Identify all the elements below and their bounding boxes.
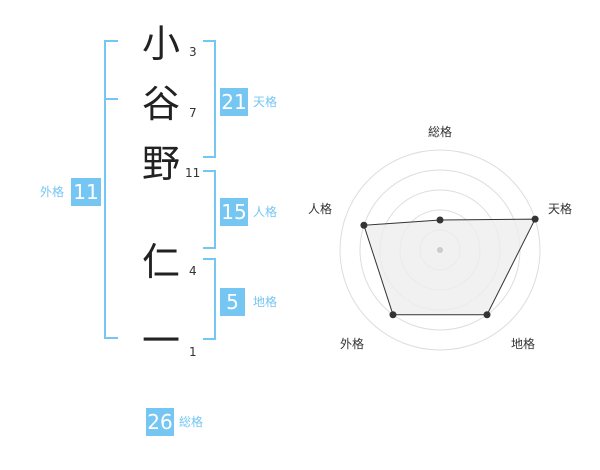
soukaku-label: 総格 <box>179 415 204 429</box>
gaikaku-label: 外格 <box>40 185 65 199</box>
stroke-count-4: 4 <box>189 264 197 278</box>
stroke-count-1: 3 <box>189 45 197 59</box>
chikaku-value: 5 <box>220 288 245 316</box>
chikaku-label: 地格 <box>253 295 278 309</box>
radar-grid-ring <box>339 149 541 351</box>
radar-point <box>389 311 397 319</box>
name-char-2: 谷 <box>142 82 181 126</box>
tenkaku-value: 21 <box>220 88 248 116</box>
radar-label-chikaku: 地格 <box>511 337 536 351</box>
radar-label-gaikaku: 外格 <box>340 337 365 351</box>
soukaku-value: 26 <box>146 408 174 436</box>
stroke-count-3: 11 <box>185 166 201 180</box>
radar-label-jinkaku: 人格 <box>308 202 333 216</box>
name-char-5: 一 <box>142 319 181 363</box>
radar-point <box>436 216 444 224</box>
radar-point <box>483 311 491 319</box>
stroke-count-2: 7 <box>189 106 197 120</box>
tenkaku-label: 天格 <box>253 95 278 109</box>
radar-center-dot <box>437 247 443 253</box>
name-char-4: 仁 <box>142 240 181 284</box>
radar-point <box>360 221 368 229</box>
name-char-1: 小 <box>142 22 181 66</box>
radar-label-tenkaku: 天格 <box>548 202 573 216</box>
jinkaku-value: 15 <box>220 198 248 226</box>
name-char-3: 野 <box>142 142 181 186</box>
radar-point <box>531 215 539 223</box>
radar-points <box>360 215 539 319</box>
radar-area <box>363 218 536 316</box>
radar-label-soukaku: 総格 <box>428 125 453 139</box>
stroke-count-5: 1 <box>189 345 197 359</box>
radar-chart <box>339 149 541 351</box>
jinkaku-label: 人格 <box>253 205 278 219</box>
gaikaku-value: 11 <box>71 178 101 206</box>
